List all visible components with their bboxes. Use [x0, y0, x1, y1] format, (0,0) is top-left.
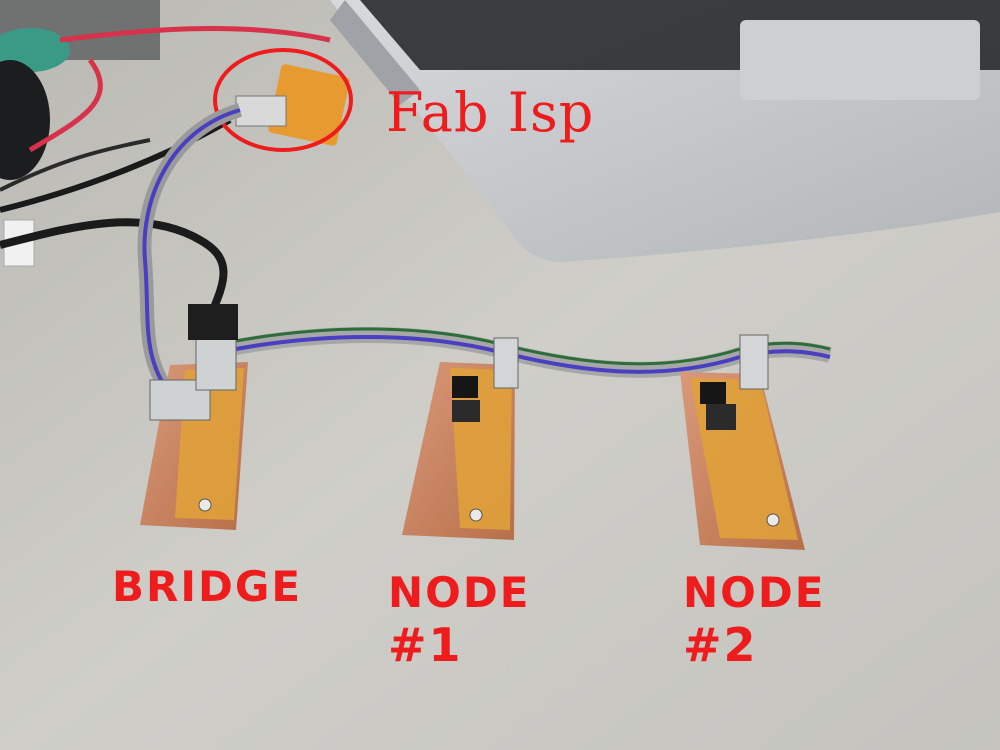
- node2-annotation-title: NODE: [683, 568, 826, 617]
- cables: [0, 103, 832, 405]
- node1-annotation-number: #1: [388, 618, 463, 672]
- node2-board: [680, 334, 805, 550]
- node1-board: [402, 337, 519, 540]
- laptop: [330, 0, 1000, 262]
- node2-annotation-number: #2: [683, 618, 758, 672]
- fabisp-board: [235, 64, 350, 146]
- node1-annotation-title: NODE: [388, 568, 531, 617]
- fabisp-annotation-circle: [213, 48, 353, 152]
- bridge-board: [140, 304, 248, 530]
- bridge-annotation-label: BRIDGE: [112, 562, 303, 611]
- fabisp-annotation-label: Fab Isp: [386, 81, 595, 144]
